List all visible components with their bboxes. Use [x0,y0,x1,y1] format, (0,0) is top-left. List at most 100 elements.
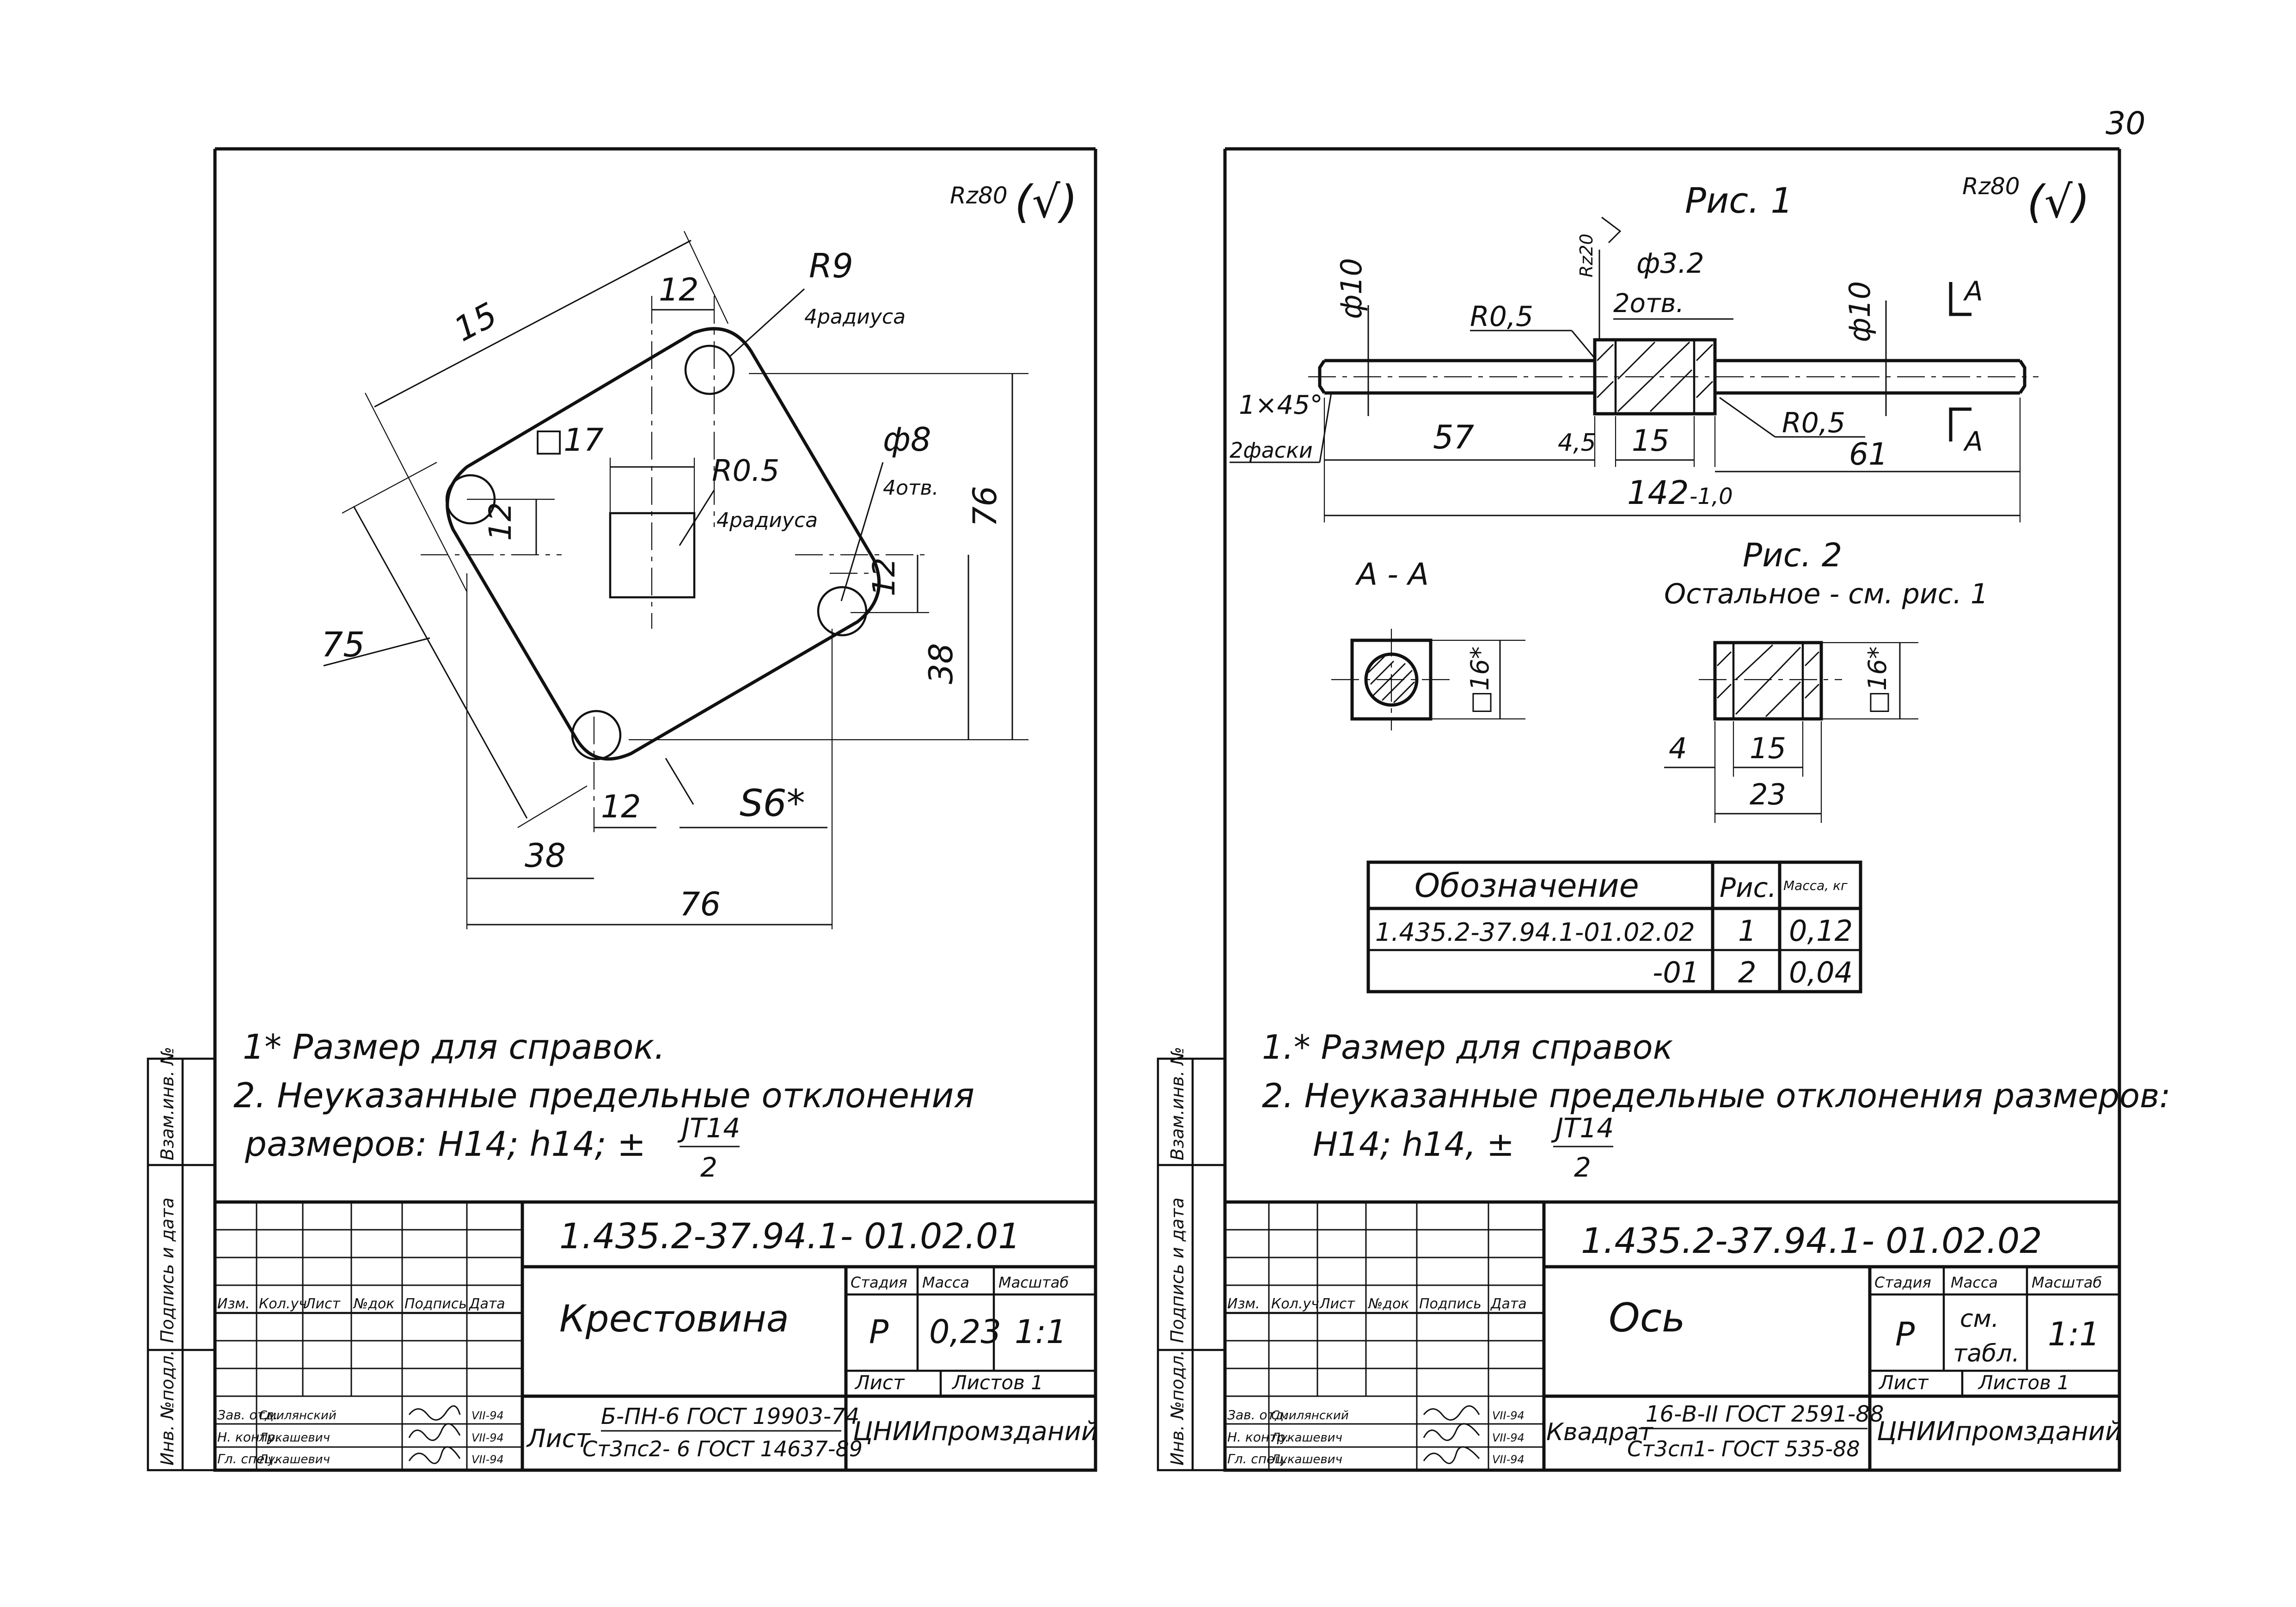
side-stamp-replace-right: Взам.инв. № [1167,1047,1188,1160]
dim-phi8: ф8 [883,421,931,459]
note-2-left: 2. Неуказанные предельные отклонения [233,1076,974,1116]
fig2-label: Рис. 2 [1743,536,1842,574]
note-3-right: H14; h14, ± [1313,1125,1514,1164]
header-ndok-left: №док [353,1296,394,1312]
table-row-1-fig: 1 [1738,914,1756,948]
dim-sq17: □17 [534,422,604,459]
mass-top-right: см. [1960,1305,1999,1333]
table-header-mass: Масса, кг [1783,878,1848,893]
hole-top [684,344,735,395]
header-sign-left: Подпись [404,1296,467,1312]
dim-s6: S6* [740,782,805,825]
material-prefix-right: Квадрат [1546,1418,1653,1446]
dim-12-left: 12 [483,502,518,541]
dim-sq16-aa: □16* [1465,646,1494,714]
dim-45: 4,5 [1558,429,1596,457]
stage-value-right: Р [1895,1315,1915,1353]
roughness-mark-left: (√) [1015,176,1078,228]
hole-right [817,586,868,637]
header-date-right: Дата [1490,1296,1527,1312]
side-stamp-sign-left: Подпись и дата [157,1197,178,1343]
role-0-right: Зав. отд. [1227,1407,1288,1423]
mass-value-left: 0,23 [929,1313,1001,1351]
dim-23-fig2: 23 [1750,778,1786,811]
side-stamp-inv-left: Инв. №подл. [157,1350,178,1466]
header-sign-right: Подпись [1419,1296,1482,1312]
dim-phi32: ф3.2 [1636,247,1704,280]
table-row-1-mass: 0,12 [1789,914,1853,948]
header-list-left: Лист [305,1296,341,1312]
org-right: ЦНИИпромзданий [1877,1417,2122,1447]
roughness-left: Rz80 [950,182,1008,209]
table-row-2-mass: 0,04 [1789,956,1853,989]
dim-15-shaft: 15 [1632,424,1669,458]
note-2-right: 2. Неуказанные предельные отклонения раз… [1262,1076,2171,1115]
header-list-right: Лист [1319,1296,1356,1312]
section-label: А - А [1355,557,1429,592]
dim-r9-note: 4радиуса [804,305,906,329]
dim-76-vertical: 76 [966,486,1004,527]
dim-57: 57 [1433,418,1474,456]
org-left: ЦНИИпромзданий [853,1417,1098,1447]
role-1-left: Н. контр. [217,1429,279,1445]
date-2-left: VII-94 [471,1453,504,1466]
header-izm-right: Изм. [1227,1296,1260,1312]
plate-outline [446,327,881,761]
date-0-left: VII-94 [471,1409,504,1422]
sheets-label-right: Листов 1 [1978,1371,2069,1394]
name-2-left: Лукашевич [258,1453,330,1466]
fig2-note: Остальное - см. рис. 1 [1664,578,1988,610]
dim-15: 15 [448,295,503,349]
hole-bottom [571,710,622,761]
sheets-label-left: Листов 1 [951,1371,1043,1394]
scale-value-left: 1:1 [1015,1313,1067,1351]
dim-12-right: 12 [866,558,902,596]
sheet-label-left: Лист [854,1371,905,1394]
designation-right: 1.435.2-37.94.1- 01.02.02 [1581,1220,2042,1261]
date-2-right: VII-94 [1492,1453,1525,1466]
tolerance-num-right: JT14 [1551,1112,1614,1144]
dim-12-bottom: 12 [601,789,641,825]
role-2-left: Гл. спец. [217,1451,277,1466]
header-kol-right: Кол.уч [1271,1296,1319,1312]
material-prefix-left: Лист [526,1424,591,1453]
date-0-right: VII-94 [1492,1409,1525,1422]
header-date-left: Дата [468,1296,505,1312]
stage-label-left: Стадия [851,1274,907,1291]
dim-phi32-note: 2отв. [1613,288,1684,319]
stage-label-right: Стадия [1874,1274,1931,1291]
material-top-left: Б-ПН-6 ГОСТ 19903-74 [601,1404,859,1429]
dim-chamfer: 1×45° [1239,390,1323,420]
dim-76-horizontal: 76 [680,885,721,923]
header-izm-left: Изм. [217,1296,250,1312]
dim-r9: R9 [809,246,853,285]
mass-bottom-right: табл. [1953,1340,2020,1368]
designation-left: 1.435.2-37.94.1- 01.02.01 [559,1215,1021,1257]
name-1-right: Лукашевич [1271,1431,1342,1445]
roughness-mark-right: (√) [2027,176,2090,228]
dim-rz20: Rz20 [1576,233,1597,277]
dim-38-horizontal: 38 [525,837,566,875]
tolerance-den-right: 2 [1574,1152,1591,1183]
material-top-right: 16-В-II ГОСТ 2591-88 [1646,1401,1884,1427]
date-1-left: VII-94 [471,1431,504,1444]
table-row-1-designation: 1.435.2-37.94.1-01.02.02 [1375,918,1695,947]
dim-sq16-fig2: □16* [1863,646,1892,714]
name-1-left: Лукашевич [258,1431,330,1445]
table-header-fig: Рис. [1720,872,1776,903]
date-1-right: VII-94 [1492,1431,1525,1444]
scale-value-right: 1:1 [2048,1315,2100,1353]
title-block-right: Изм. Кол.уч Лист №док Подпись Дата Зав. … [1223,1200,2122,1472]
sheet-right: Рис. 1 Rz80 (√) ф10 Rz20 [1157,147,2171,1472]
title-block-left: Изм. Кол.уч Лист №док Подпись Дата Зав. … [213,1200,1098,1472]
roughness-right: Rz80 [1962,173,2020,200]
stage-value-left: Р [869,1313,889,1351]
dim-61: 61 [1849,436,1888,472]
dim-15-fig2: 15 [1750,731,1786,765]
table-header-designation: Обозначение [1414,867,1639,905]
role-0-left: Зав. отд. [217,1407,278,1423]
side-stamp-sign-right: Подпись и дата [1167,1197,1188,1343]
section-aa [1331,629,1451,730]
dim-phi8-note: 4отв. [883,476,938,500]
